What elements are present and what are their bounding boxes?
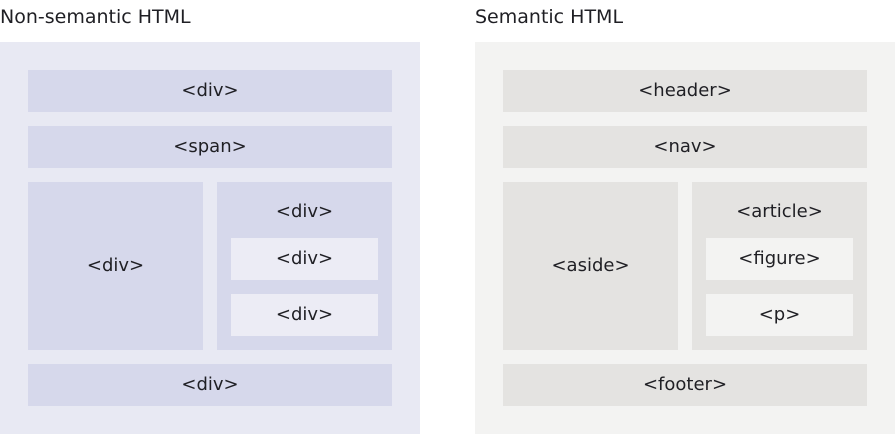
- non-semantic-inner-block-2: <div>: [231, 294, 378, 336]
- non-semantic-second-block: <span>: [28, 126, 392, 168]
- semantic-article-label: <article>: [736, 201, 823, 222]
- semantic-nav-block: <nav>: [503, 126, 867, 168]
- semantic-footer-block: <footer>: [503, 364, 867, 406]
- non-semantic-top-block: <div>: [28, 70, 392, 112]
- non-semantic-panel: <div> <span> <div> <div> <div> <div> <di…: [0, 42, 420, 434]
- semantic-panel: <header> <nav> <aside> <article> <figure…: [475, 42, 895, 434]
- semantic-title: Semantic HTML: [475, 6, 624, 28]
- non-semantic-side-block: <div>: [28, 182, 203, 350]
- semantic-aside-block: <aside>: [503, 182, 678, 350]
- semantic-header-block: <header>: [503, 70, 867, 112]
- non-semantic-bottom-block: <div>: [28, 364, 392, 406]
- non-semantic-title: Non-semantic HTML: [0, 6, 191, 28]
- non-semantic-inner-block-1: <div>: [231, 238, 378, 280]
- semantic-figure-block: <figure>: [706, 238, 853, 280]
- non-semantic-content-label: <div>: [275, 201, 334, 222]
- semantic-p-block: <p>: [706, 294, 853, 336]
